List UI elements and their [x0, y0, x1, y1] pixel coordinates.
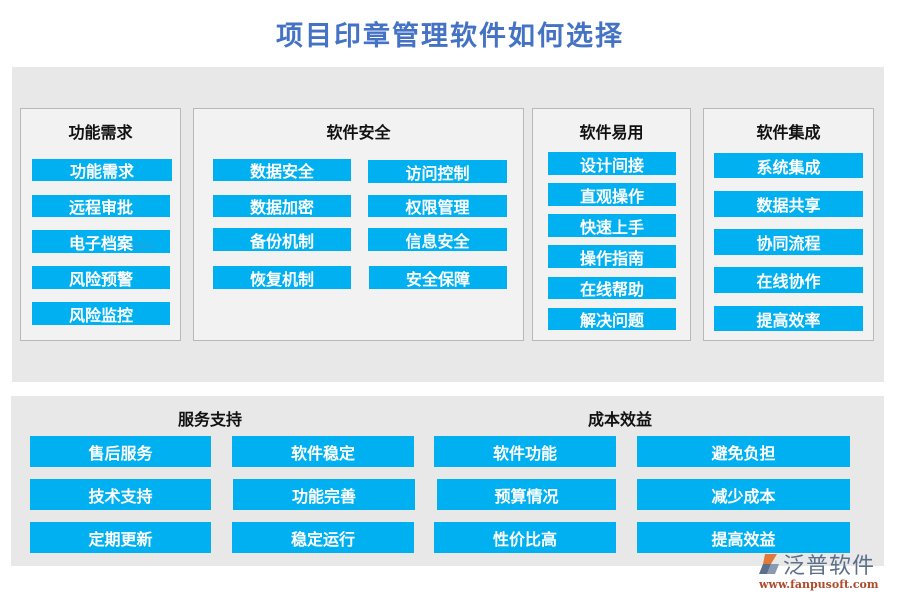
item-button[interactable]: 信息安全 [368, 228, 507, 251]
item-button[interactable]: 技术支持 [30, 479, 211, 510]
item-button[interactable]: 软件功能 [434, 436, 616, 467]
item-button[interactable]: 系统集成 [714, 153, 863, 178]
item-button[interactable]: 设计间接 [548, 152, 676, 175]
item-button[interactable]: 售后服务 [30, 436, 211, 467]
item-button[interactable]: 远程审批 [32, 195, 170, 217]
item-button[interactable]: 在线帮助 [548, 277, 676, 299]
item-button[interactable]: 稳定运行 [232, 522, 414, 553]
section-title-cost-benefit: 成本效益 [587, 410, 652, 429]
item-button[interactable]: 直观操作 [548, 183, 676, 206]
item-button[interactable]: 预算情况 [437, 479, 616, 510]
section-software-security: 软件安全 数据安全 访问控制 数据加密 权限管理 备份机制 信息安全 恢复机制 … [193, 108, 524, 341]
logo-mark-icon [759, 554, 779, 574]
item-button[interactable]: 软件稳定 [232, 436, 414, 467]
item-button[interactable]: 提高效益 [637, 522, 850, 553]
item-button[interactable]: 数据加密 [213, 195, 351, 217]
item-button[interactable]: 电子档案 [32, 230, 170, 253]
section-title: 软件安全 [326, 123, 391, 142]
item-button[interactable]: 风险预警 [32, 266, 170, 289]
section-title: 软件集成 [756, 123, 821, 142]
item-button[interactable]: 功能完善 [233, 479, 415, 510]
brand-logo: 泛普软件 www.fanpusoft.com [755, 548, 890, 596]
item-button[interactable]: 减少成本 [637, 479, 850, 510]
item-button[interactable]: 功能需求 [32, 159, 172, 181]
item-button[interactable]: 操作指南 [548, 245, 676, 268]
logo-name: 泛普软件 [783, 554, 876, 579]
item-button[interactable]: 备份机制 [213, 228, 351, 251]
item-button[interactable]: 数据安全 [213, 159, 351, 181]
watermark-logo: 泛普软件 [122, 242, 154, 251]
item-button[interactable]: 访问控制 [368, 160, 507, 183]
item-button[interactable]: 定期更新 [30, 522, 211, 553]
item-button[interactable]: 快速上手 [548, 214, 676, 237]
item-button[interactable]: 风险监控 [32, 302, 170, 325]
item-button[interactable]: 解决问题 [548, 308, 676, 330]
section-functional-requirements: 功能需求 功能需求 远程审批 电子档案 风险预警 风险监控 [20, 108, 181, 341]
section-title: 功能需求 [68, 123, 133, 142]
section-ease-of-use: 软件易用 设计间接 直观操作 快速上手 操作指南 在线帮助 解决问题 [532, 108, 691, 341]
section-title-service-support: 服务支持 [177, 410, 242, 429]
item-button[interactable]: 权限管理 [368, 195, 507, 217]
item-button[interactable]: 协同流程 [714, 229, 863, 255]
section-title: 软件易用 [579, 123, 644, 142]
logo-url: www.fanpusoft.com [759, 578, 879, 591]
item-button[interactable]: 性价比高 [434, 522, 616, 553]
page-title: 项目印章管理软件如何选择 [276, 21, 624, 52]
item-button[interactable]: 数据共享 [714, 191, 863, 217]
item-button[interactable]: 恢复机制 [213, 266, 351, 289]
item-button[interactable]: 避免负担 [637, 436, 850, 467]
item-button[interactable]: 在线协作 [714, 267, 863, 293]
item-button[interactable]: 提高效率 [714, 306, 863, 331]
section-software-integration: 软件集成 系统集成 数据共享 协同流程 在线协作 提高效率 [703, 108, 874, 341]
item-button[interactable]: 安全保障 [369, 266, 507, 289]
